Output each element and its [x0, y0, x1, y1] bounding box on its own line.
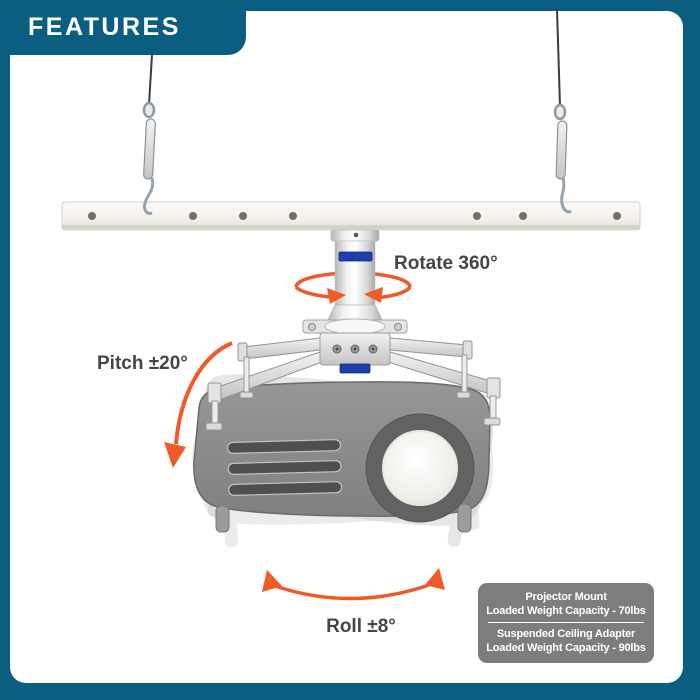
projector	[193, 381, 491, 533]
right-thimble	[553, 103, 567, 121]
rotate-arrow-front	[294, 285, 412, 304]
clamp-lower-left	[207, 382, 222, 404]
clamp-lower-right	[486, 377, 501, 399]
vent-slots	[226, 439, 343, 496]
post-upper-left	[243, 356, 250, 396]
spec-detail-ceiling-adapter: Loaded Weight Capacity - 90lbs	[486, 642, 646, 654]
mount-pole	[326, 229, 384, 323]
spec-title-projector-mount: Projector Mount	[525, 591, 607, 603]
right-cable	[553, 8, 573, 214]
right-turnbuckle	[555, 120, 568, 180]
qualgear-label-pole	[338, 251, 373, 262]
features-title: FEATURES	[28, 13, 181, 41]
projector-foot-left	[215, 505, 230, 533]
pitch-callout-label: Pitch ±20°	[97, 353, 188, 374]
qualgear-label-hub	[339, 363, 371, 374]
spec-divider	[488, 622, 644, 623]
ceiling-rail	[61, 201, 641, 231]
spec-badge: Projector Mount Loaded Weight Capacity -…	[478, 583, 654, 663]
roll-arrow	[262, 568, 445, 601]
roll-arrowhead-right	[425, 568, 445, 590]
left-cable	[142, 54, 156, 215]
projector-lens	[365, 413, 475, 523]
projector-foot-right	[457, 503, 472, 533]
rotate-arrowhead-left	[327, 288, 346, 304]
rail-holes	[88, 212, 621, 220]
roll-callout-label: Roll ±8°	[326, 616, 396, 637]
features-banner: FEATURES	[0, 0, 246, 55]
spec-title-ceiling-adapter: Suspended Ceiling Adapter	[496, 628, 636, 640]
right-hook	[560, 177, 573, 214]
collar-screw	[353, 232, 359, 238]
left-hook	[143, 177, 155, 215]
rotate-arrowhead-right	[364, 287, 383, 303]
pitch-arrowhead	[164, 442, 186, 468]
spec-detail-projector-mount: Loaded Weight Capacity - 70lbs	[486, 605, 646, 617]
suspension-cables	[142, 8, 573, 215]
rotate-callout-label: Rotate 360°	[394, 253, 498, 274]
post-upper-right	[461, 354, 468, 396]
arm-upper-right	[389, 337, 468, 358]
left-thimble	[142, 101, 156, 119]
roll-arrowhead-left	[262, 570, 282, 592]
mount-hub	[205, 318, 501, 431]
pitch-arrow	[164, 341, 233, 468]
left-turnbuckle	[143, 118, 156, 180]
